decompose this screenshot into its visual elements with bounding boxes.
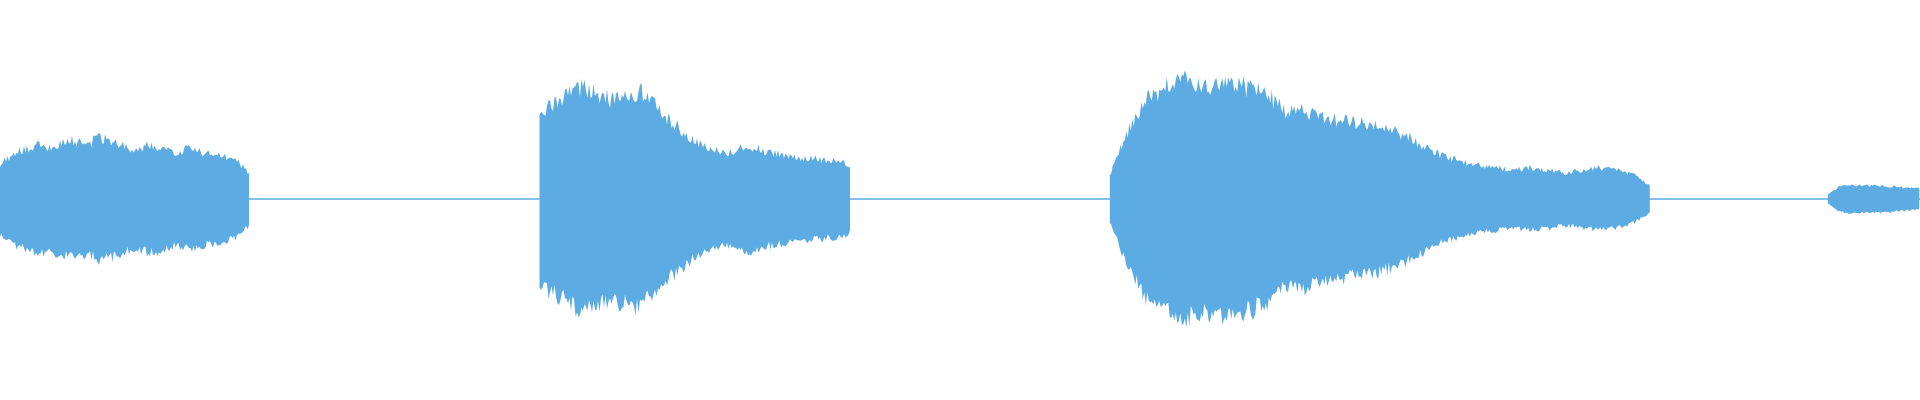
waveform-clip-4 bbox=[1827, 184, 1920, 214]
waveform-clip-1 bbox=[0, 132, 249, 265]
waveform-clip-2 bbox=[539, 78, 850, 317]
waveform-clip-3 bbox=[1109, 70, 1650, 328]
waveform-clips bbox=[0, 70, 1920, 328]
